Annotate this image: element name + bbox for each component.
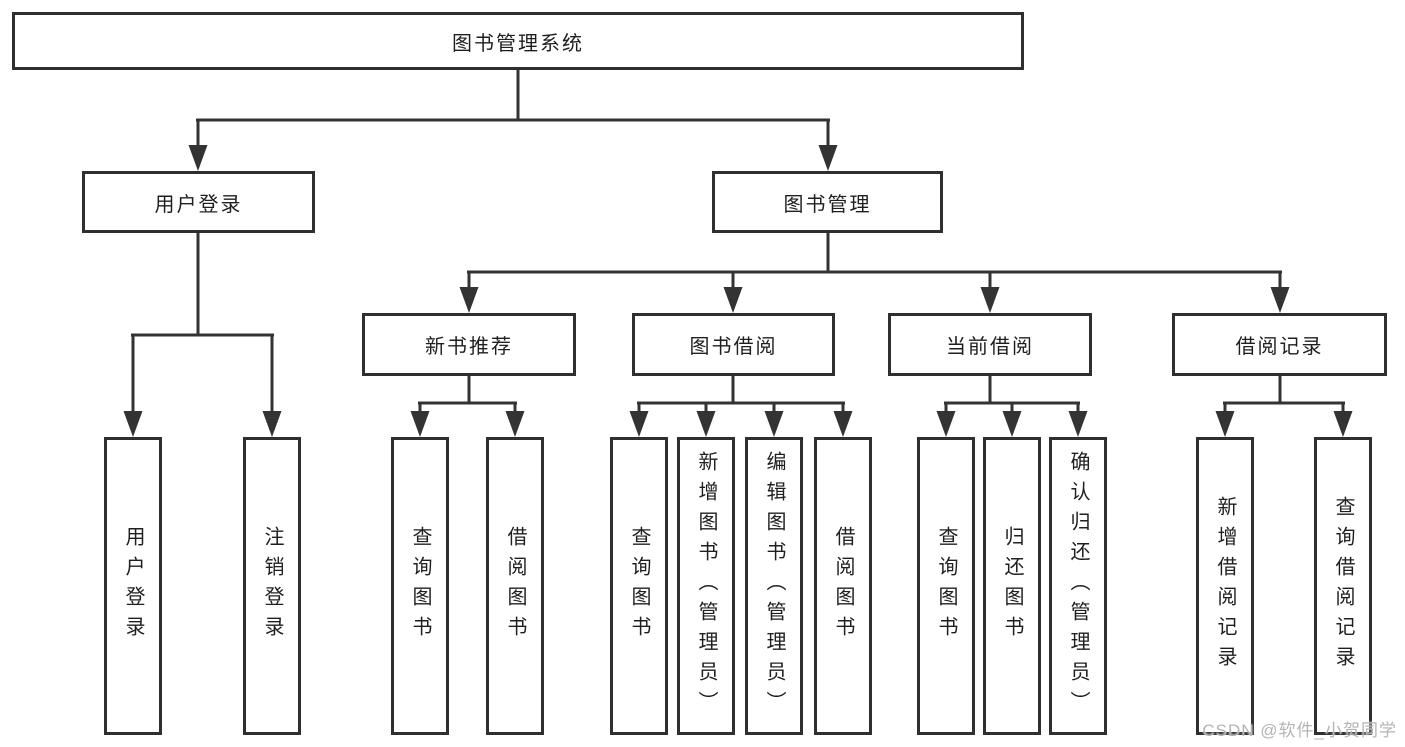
- leaf-query-borrow-record: 查询借阅记录: [1314, 437, 1372, 735]
- node-root: 图书管理系统: [12, 12, 1024, 70]
- leaf-return-books: 归还图书: [983, 437, 1041, 735]
- leaf-add-borrow-record: 新增借阅记录: [1196, 437, 1254, 735]
- csdn-watermark: CSDN @软件_小贺同学: [1202, 721, 1397, 740]
- node-book-management: 图书管理: [712, 171, 943, 233]
- node-current-borrowing: 当前借阅: [888, 313, 1092, 376]
- node-new-book-recommendation: 新书推荐: [362, 313, 576, 376]
- leaf-query-books-current: 查询图书: [917, 437, 975, 735]
- node-borrowing-records: 借阅记录: [1172, 313, 1387, 376]
- leaf-logout-login: 注销登录: [243, 437, 301, 735]
- leaf-query-books-borrow: 查询图书: [610, 437, 668, 735]
- node-book-borrowing: 图书借阅: [632, 313, 835, 376]
- node-user-login: 用户登录: [82, 171, 315, 233]
- leaf-edit-books-admin: 编辑图书（管理员）: [745, 437, 803, 735]
- leaf-borrow-books-borrow: 借阅图书: [814, 437, 872, 735]
- leaf-user-login: 用户登录: [104, 437, 162, 735]
- leaf-query-books-recommend: 查询图书: [391, 437, 449, 735]
- leaf-borrow-books-recommend: 借阅图书: [486, 437, 544, 735]
- leaf-add-books-admin: 新增图书（管理员）: [677, 437, 735, 735]
- leaf-confirm-return-admin: 确认归还（管理员）: [1049, 437, 1107, 735]
